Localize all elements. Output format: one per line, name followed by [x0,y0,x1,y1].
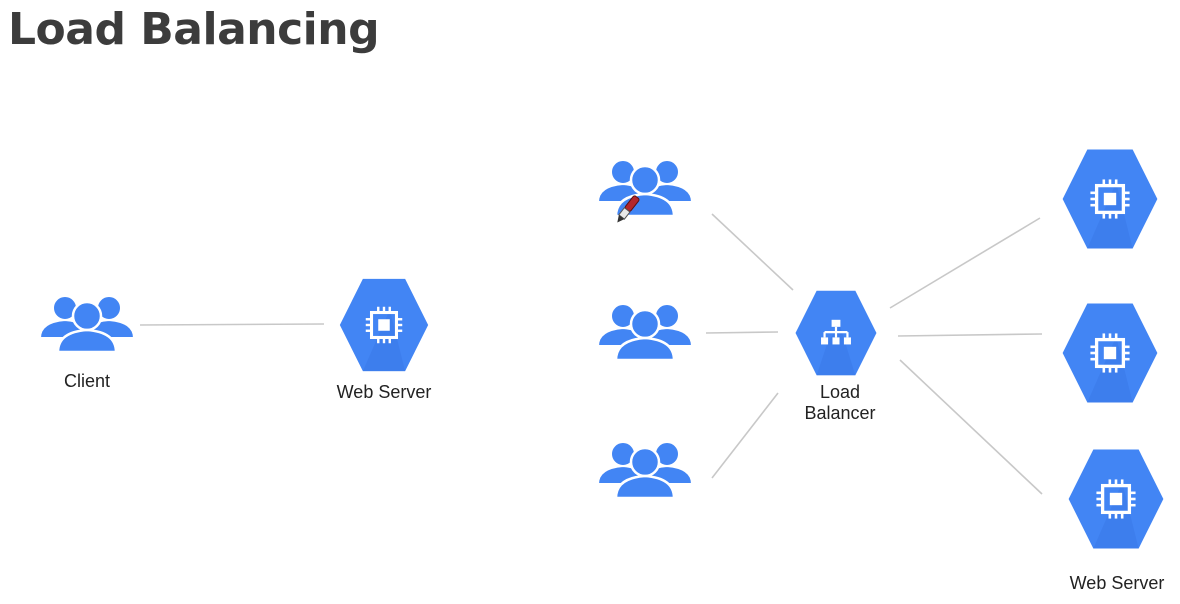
load-balancer-icon [795,290,877,376]
web-server-compute-icon [338,277,430,373]
pen-cursor-icon [617,195,640,223]
client-webserver-connector [139,323,325,326]
lb-server-bottom-connector [899,359,1043,495]
users-group-top-icon [596,158,694,218]
web-server-top-compute-icon [1060,147,1160,251]
load-balancer-label-line2: Balancer [804,403,876,423]
web-server-label: Web Server [336,382,432,402]
load-balancer-label-line1: Load [819,382,861,402]
web-server-bottom-compute-icon [1066,447,1166,551]
users-group-bottom-icon [596,440,694,500]
client-label: Client [63,371,111,391]
users-group-middle-icon [596,302,694,362]
lb-server-top-connector [889,217,1041,309]
users-top-lb-connector [711,213,794,291]
users-bottom-lb-connector [711,392,779,479]
web-server-middle-compute-icon [1060,301,1160,405]
users-middle-lb-connector [705,331,779,334]
web-server-group-label: Web Server [1069,573,1165,593]
client-users-icon [38,294,136,354]
page-title: Load Balancing [8,4,380,55]
lb-server-middle-connector [897,333,1043,337]
